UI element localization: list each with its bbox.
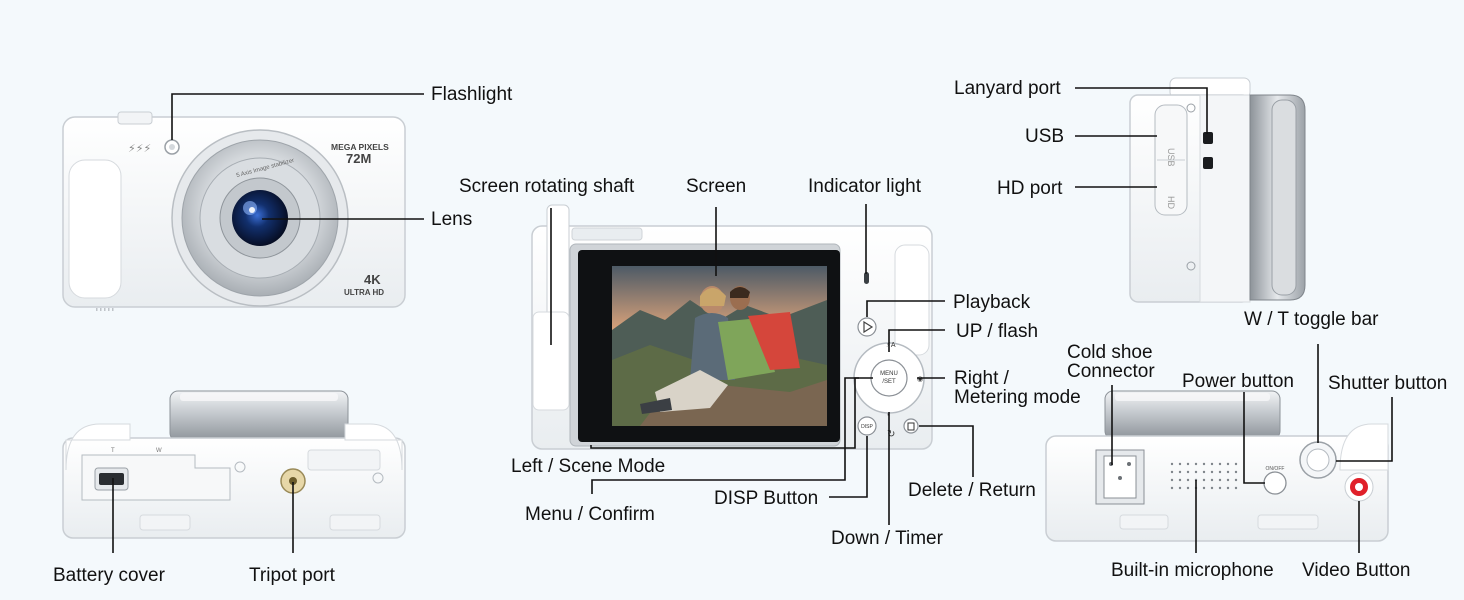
w-marking: W bbox=[156, 448, 162, 454]
camera-side-view: USB HD bbox=[1129, 77, 1306, 303]
return-icon: ↻ bbox=[887, 429, 895, 440]
label-hd-port: HD port bbox=[997, 178, 1063, 199]
disp-button-label: DISP bbox=[861, 424, 873, 430]
camera-bottom-view: T W bbox=[62, 390, 406, 539]
label-cold-shoe-line1: Cold shoe bbox=[1067, 342, 1153, 363]
shutter-button[interactable] bbox=[1299, 441, 1337, 479]
flash-bolt-icon: ⚡⚡⚡ bbox=[128, 142, 151, 155]
metering-icon: ◉ bbox=[917, 376, 923, 383]
label-right-metering-line2: Metering mode bbox=[954, 387, 1081, 408]
flashlight-component bbox=[164, 139, 180, 155]
label-wt-toggle-bar: W / T toggle bar bbox=[1244, 309, 1379, 330]
flash-auto-icon: ⚡A bbox=[886, 341, 896, 349]
label-lens: Lens bbox=[431, 209, 473, 230]
delete-button[interactable] bbox=[903, 418, 919, 434]
label-usb: USB bbox=[1025, 126, 1065, 147]
label-built-in-microphone: Built-in microphone bbox=[1111, 560, 1274, 581]
navigation-dial[interactable] bbox=[853, 342, 925, 414]
power-onoff-marking: ON/OFF bbox=[1266, 466, 1285, 472]
usb-marking: USB bbox=[1166, 148, 1176, 167]
video-button[interactable] bbox=[1344, 472, 1374, 502]
camera-top-view: ON/OFF bbox=[1045, 390, 1389, 542]
power-button[interactable] bbox=[1263, 471, 1287, 495]
screen-photo bbox=[612, 266, 827, 426]
leader-delete bbox=[919, 425, 974, 477]
label-battery-cover: Battery cover bbox=[53, 565, 165, 586]
camera-back-view: MENU /SET ⚡A ◉ ◔ DISP ↻ bbox=[531, 204, 933, 450]
timer-icon: ◔ bbox=[885, 410, 890, 420]
speaker-holes bbox=[96, 308, 114, 311]
leader-menu-confirm bbox=[591, 377, 873, 494]
leader-playback bbox=[866, 300, 945, 317]
front-lens-assembly bbox=[171, 129, 349, 307]
leader-disp bbox=[829, 436, 868, 498]
menu-set-label-2: /SET bbox=[882, 379, 896, 385]
label-menu-confirm: Menu / Confirm bbox=[525, 504, 655, 525]
hd-marking: HD bbox=[1166, 196, 1176, 209]
leader-flashlight bbox=[171, 93, 424, 140]
leader-lines bbox=[112, 87, 1393, 553]
label-power-button: Power button bbox=[1182, 371, 1294, 392]
badge-ultra-hd-text: ULTRA HD bbox=[344, 288, 384, 297]
label-right-metering-line1: Right / bbox=[954, 368, 1009, 389]
label-shutter-button: Shutter button bbox=[1328, 373, 1448, 394]
playback-button[interactable] bbox=[857, 317, 877, 337]
label-screen-rotating-shaft: Screen rotating shaft bbox=[459, 176, 635, 197]
disp-button[interactable] bbox=[857, 416, 877, 436]
label-video-button: Video Button bbox=[1302, 560, 1411, 581]
indicator-light-component bbox=[864, 272, 869, 284]
brand-megapixels-text: MEGA PIXELS bbox=[331, 142, 389, 152]
label-cold-shoe: Cold shoe Connector bbox=[1067, 343, 1155, 381]
menu-set-label-1: MENU bbox=[880, 371, 898, 377]
label-up-flash: UP / flash bbox=[956, 321, 1039, 342]
label-screen: Screen bbox=[686, 176, 747, 197]
t-marking: T bbox=[111, 448, 115, 454]
leader-lanyard bbox=[1075, 87, 1208, 134]
label-tripot-port: Tripot port bbox=[249, 565, 335, 586]
badge-4k-text: 4K bbox=[364, 272, 381, 287]
cold-shoe-connector-component bbox=[1095, 449, 1145, 505]
camera-front-view: ⚡⚡⚡ 5 Axis Image stabilizer MEGA PIXELS … bbox=[62, 111, 406, 311]
brand-72m-text: 72M bbox=[346, 151, 371, 166]
label-disp-button: DISP Button bbox=[714, 488, 819, 509]
leader-up-flash bbox=[888, 329, 945, 352]
label-right-metering: Right / Metering mode bbox=[954, 369, 1081, 407]
label-indicator-light: Indicator light bbox=[808, 176, 922, 197]
label-lanyard-port: Lanyard port bbox=[954, 78, 1061, 99]
leader-shutter bbox=[1336, 397, 1393, 462]
leader-power bbox=[1243, 392, 1265, 484]
battery-cover-component bbox=[81, 454, 231, 501]
label-left-scene-mode: Left / Scene Mode bbox=[511, 456, 666, 477]
label-flashlight: Flashlight bbox=[431, 84, 513, 105]
label-cold-shoe-line2: Connector bbox=[1067, 361, 1155, 382]
label-delete-return: Delete / Return bbox=[908, 480, 1036, 501]
lanyard-port-component bbox=[1203, 132, 1213, 144]
label-playback: Playback bbox=[953, 292, 1031, 313]
label-down-timer: Down / Timer bbox=[831, 528, 943, 549]
